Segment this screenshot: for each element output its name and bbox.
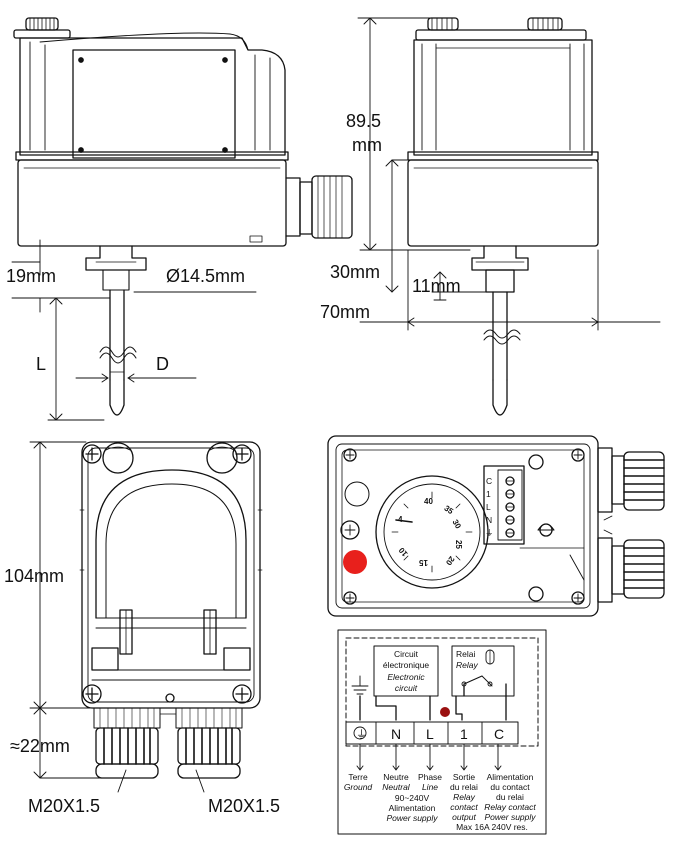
- front-label-plate: [72, 49, 236, 159]
- thermostat-dial: [375, 475, 489, 589]
- electronic-circuit-box: [373, 645, 439, 697]
- front-view: [13, 17, 353, 416]
- red-indicator: [343, 550, 367, 574]
- legend-terre: Terre: [348, 772, 368, 782]
- dial-20: 20: [444, 554, 457, 567]
- front-cable-gland: [311, 175, 353, 239]
- arch-outer: [95, 469, 247, 619]
- legend-volt-fr: Alimentation: [389, 803, 436, 813]
- dial-25: 25: [454, 540, 463, 549]
- legend-volt-en: Power supply: [386, 813, 438, 823]
- legend-alim2: du contact: [490, 782, 530, 792]
- top-open-view: [327, 435, 665, 617]
- front-lid: [19, 37, 286, 156]
- term-C: C: [494, 726, 504, 742]
- legend-relay-out2: contact: [450, 802, 478, 812]
- legend-neutral: Neutral: [382, 782, 411, 792]
- label-gland-left: M20X1.5: [28, 796, 100, 816]
- top-case-outer: [327, 435, 599, 617]
- relay-en: Relay: [456, 660, 478, 670]
- dim-104mm: 104mm: [4, 566, 64, 586]
- legend-sortie2: du relai: [450, 782, 478, 792]
- side-base: [407, 159, 599, 247]
- legend-line: Line: [422, 782, 438, 792]
- legend-alim-en1: Relay contact: [484, 802, 536, 812]
- front-base: [17, 159, 287, 247]
- dim-89-5-unit: mm: [352, 135, 382, 155]
- open-case-outer: [81, 441, 261, 709]
- dial-35: 35: [442, 504, 455, 517]
- led-indicator: [440, 707, 450, 717]
- legend-max: Max 16A 240V res.: [456, 822, 528, 832]
- tb-N: N: [486, 515, 492, 525]
- circuit-fr2: électronique: [383, 660, 430, 670]
- relay-fr: Relai: [456, 649, 475, 659]
- term-ground: ⏚: [356, 728, 367, 741]
- circuit-en2: circuit: [395, 683, 418, 693]
- tb-C: C: [486, 476, 492, 486]
- label-gland-right: M20X1.5: [208, 796, 280, 816]
- term-1: 1: [460, 726, 468, 742]
- wiring-frame: [337, 629, 547, 835]
- dim-L: L: [36, 354, 46, 374]
- open-front-view: [79, 441, 263, 779]
- gland-left: [95, 727, 159, 765]
- open-front-dimensions: [29, 441, 205, 793]
- dim-D: D: [156, 354, 169, 374]
- dim-89-5: 89.5: [346, 111, 381, 131]
- legend-relay-out1: Relay: [453, 792, 475, 802]
- legend-sortie1: Sortie: [453, 772, 475, 782]
- dial-4: 4: [398, 515, 403, 524]
- legend-ground: Ground: [344, 782, 373, 792]
- legend-alim3: du relai: [496, 792, 524, 802]
- legend-relay-out3: output: [452, 812, 476, 822]
- dim-11mm: 11mm: [412, 276, 461, 296]
- circuit-en: Electronic: [387, 672, 425, 682]
- dim-30mm: 30mm: [330, 262, 380, 282]
- legend-phase: Phase: [418, 772, 442, 782]
- front-probe-tube: [109, 289, 125, 381]
- front-probe-nut: [85, 245, 147, 271]
- legend-alim1: Alimentation: [487, 772, 534, 782]
- front-dimensions: [11, 239, 257, 421]
- dial-40: 40: [424, 497, 433, 506]
- legend-alim-en2: Power supply: [484, 812, 536, 822]
- dim-19mm: 19mm: [6, 266, 56, 286]
- side-lid: [413, 39, 593, 156]
- dial-15: 15: [419, 558, 428, 567]
- top-gland-upper: [623, 451, 665, 511]
- gland-right: [177, 727, 241, 765]
- wiring-terminal-strip: [345, 721, 519, 745]
- term-L: L: [426, 726, 434, 742]
- relay-box: [451, 645, 515, 697]
- terminal-block: [483, 465, 525, 545]
- top-gland-lower: [623, 539, 665, 599]
- side-dimensions: [357, 17, 661, 331]
- legend-volt: 90~240V: [395, 793, 430, 803]
- tb-ground: ⏚: [485, 528, 494, 538]
- term-N: N: [391, 726, 401, 742]
- tb-1: 1: [486, 489, 491, 499]
- wiring-diagram: [337, 629, 547, 835]
- dim-diameter: Ø14.5mm: [166, 266, 245, 286]
- dial-30: 30: [451, 518, 464, 531]
- tb-L: L: [486, 502, 491, 512]
- circuit-fr: Circuit: [394, 649, 419, 659]
- side-view: [407, 17, 599, 416]
- legend-neutre: Neutre: [383, 772, 409, 782]
- dim-70mm: 70mm: [320, 302, 370, 322]
- dim-22mm: ≈22mm: [10, 736, 70, 756]
